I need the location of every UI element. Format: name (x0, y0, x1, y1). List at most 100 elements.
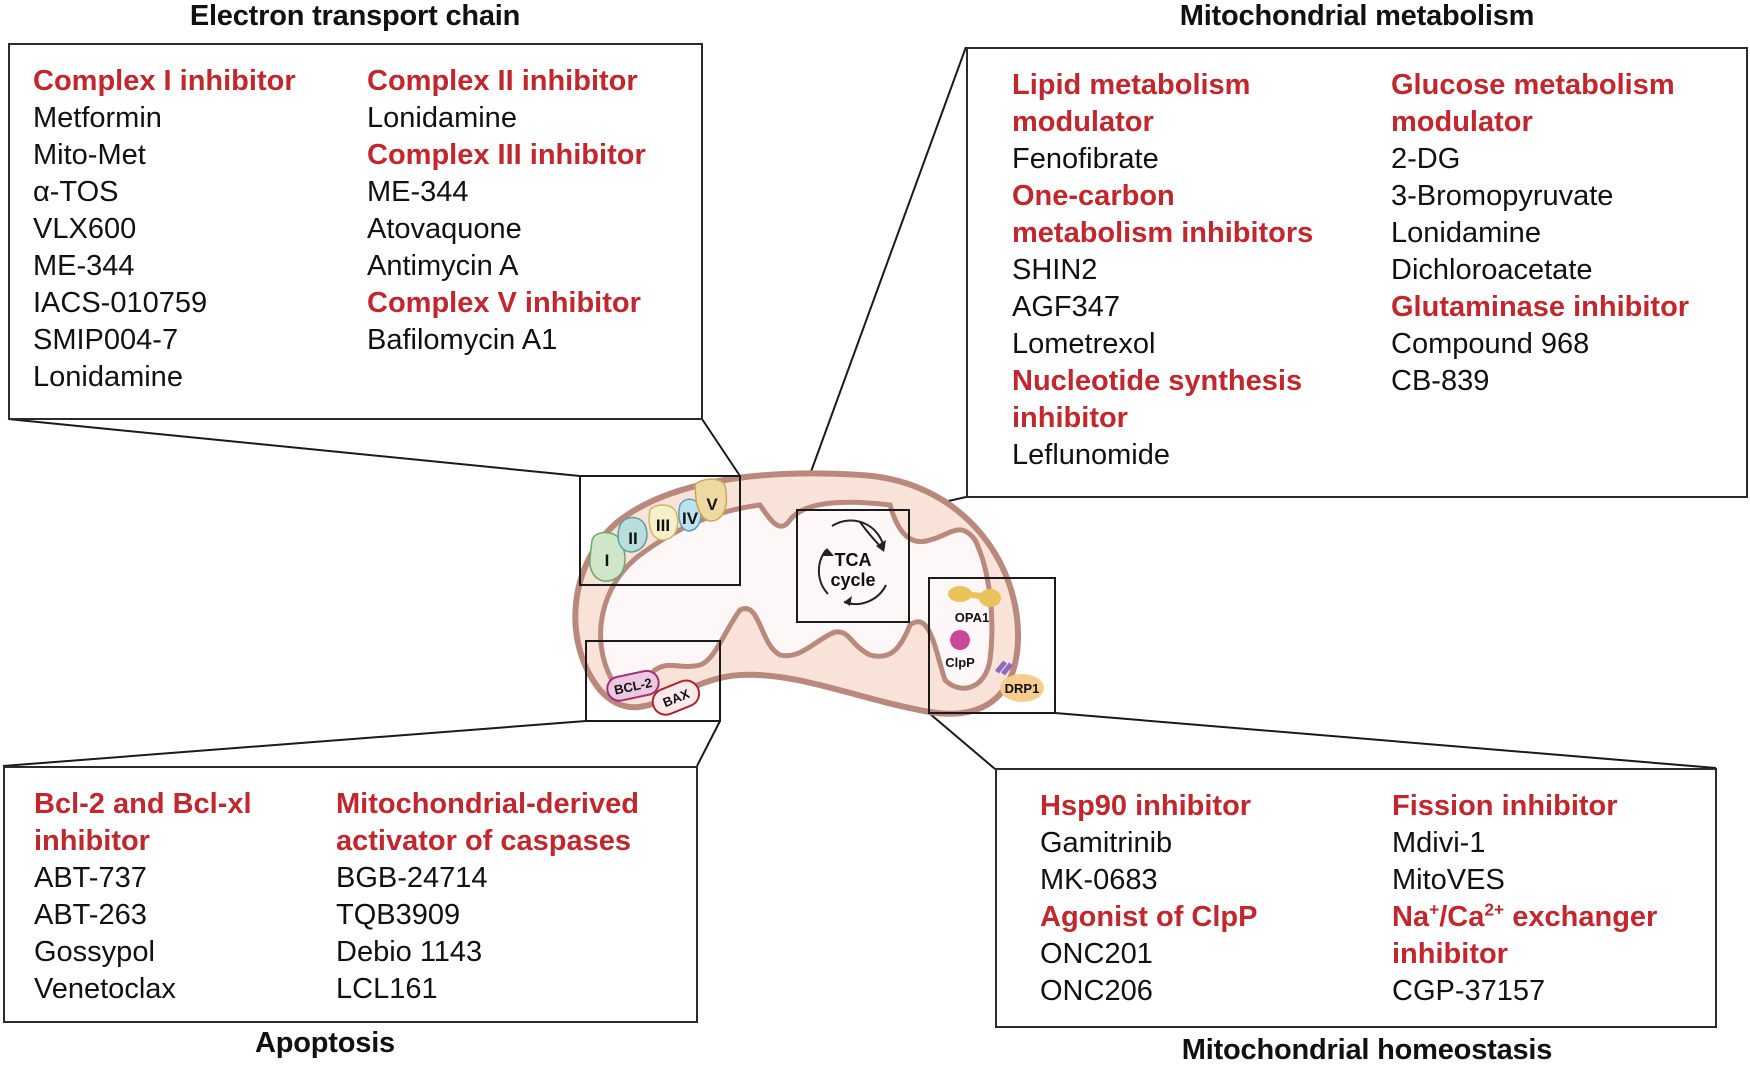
clpp-label: ClpP (945, 655, 975, 670)
tca-label-line2: cycle (830, 570, 875, 590)
drug-name: LCL161 (336, 973, 438, 1005)
drug-name: Gamitrinib (1040, 827, 1173, 859)
category-header: Complex I inhibitor (33, 65, 296, 97)
opa1-label: OPA1 (955, 610, 989, 625)
drug-name: Dichloroacetate (1391, 254, 1593, 286)
category-header: inhibitor (1392, 938, 1508, 970)
homeostasis-zoom-box (928, 577, 1056, 714)
drug-name: Mito-Met (33, 139, 146, 171)
tca-label-line1: TCA (835, 550, 872, 570)
drug-name: MK-0683 (1040, 864, 1158, 896)
category-header: Glucose metabolism (1391, 69, 1675, 101)
complex-IV-icon: IV (678, 498, 702, 532)
category-header: Complex V inhibitor (367, 287, 641, 319)
drug-name: ME-344 (33, 250, 135, 282)
complex-V-icon: V (694, 478, 728, 522)
drug-name: Gossypol (34, 936, 155, 968)
drug-name: ABT-263 (34, 899, 147, 931)
opa1-icon (948, 586, 1001, 607)
category-header: Nucleotide synthesis (1012, 365, 1303, 397)
drug-name: Lonidamine (1391, 217, 1541, 249)
category-header: Mitochondrial-derived (336, 788, 639, 820)
complex-I-icon: I (589, 531, 626, 582)
drug-name: Leflunomide (1012, 439, 1170, 471)
drp1-icon (995, 660, 1044, 702)
category-header: modulator (1391, 106, 1533, 138)
tca-cycle-icon (817, 519, 887, 606)
apoptosis-col-2: Mitochondrial-derived activator of caspas… (336, 786, 639, 1008)
drug-name: AGF347 (1012, 291, 1120, 323)
apoptosis-connector-left (2, 720, 587, 767)
drug-name: Atovaquone (367, 213, 522, 245)
drug-name: Lonidamine (33, 361, 183, 393)
etc-connector-left (7, 418, 581, 477)
drug-name: Bafilomycin A1 (367, 324, 558, 356)
homeostasis-connector-right (1054, 712, 1717, 769)
category-header: Lipid metabolism (1012, 69, 1251, 101)
drug-name: 3-Bromopyruvate (1391, 180, 1614, 212)
mitochondrion (572, 470, 1022, 717)
homeostasis-connector-left (928, 712, 996, 770)
category-header: activator of caspases (336, 825, 631, 857)
apoptosis-connector-right (696, 720, 721, 767)
drug-name: SMIP004-7 (33, 324, 179, 356)
etc-title: Electron transport chain (189, 0, 521, 32)
svg-text:V: V (706, 495, 718, 514)
bcl2-icon: BCL-2 (606, 669, 660, 702)
drug-name: VLX600 (33, 213, 137, 245)
category-header: Na+/Ca2+ exchanger (1392, 899, 1658, 933)
category-header: One-carbon (1012, 180, 1175, 212)
drug-name: ME-344 (367, 176, 469, 208)
drug-name: Metformin (33, 102, 162, 134)
drug-name: α-TOS (33, 176, 119, 208)
connector-lines (2, 46, 1717, 770)
tca-zoom-box (796, 509, 910, 623)
drug-name: Lometrexol (1012, 328, 1156, 360)
svg-text:II: II (628, 529, 637, 548)
category-header: Fission inhibitor (1392, 790, 1618, 822)
metabolism-connector-left (796, 46, 967, 511)
category-header: inhibitor (34, 825, 150, 857)
category-header: inhibitor (1012, 402, 1128, 434)
svg-text:III: III (656, 516, 670, 535)
etc-connector-right (701, 418, 741, 477)
category-header: metabolism inhibitors (1012, 217, 1314, 249)
homeostasis-title: Mitochondrial homeostasis (1181, 1034, 1553, 1066)
drug-name: IACS-010759 (33, 287, 208, 319)
drug-name: 2-DG (1391, 143, 1461, 175)
apoptosis-title: Apoptosis (255, 1027, 395, 1059)
etc-zoom-box (579, 475, 741, 586)
drug-name: Mdivi-1 (1392, 827, 1486, 859)
svg-text:I: I (605, 551, 610, 570)
drug-name: BGB-24714 (336, 862, 488, 894)
complex-II-icon: II (617, 516, 648, 553)
drug-name: MitoVES (1392, 864, 1505, 896)
drug-name: ONC201 (1040, 938, 1153, 970)
drug-name: CGP-37157 (1392, 975, 1546, 1007)
metabolism-title: Mitochondrial metabolism (1179, 0, 1535, 32)
drp1-label: DRP1 (1005, 681, 1040, 696)
complex-III-icon: III (648, 504, 679, 541)
drug-name: Venetoclax (34, 973, 176, 1005)
category-header: Hsp90 inhibitor (1040, 790, 1252, 822)
clpp-icon (950, 630, 970, 650)
category-header: Complex III inhibitor (367, 139, 646, 171)
drug-name: TQB3909 (336, 899, 461, 931)
drug-name: Debio 1143 (336, 936, 483, 968)
metabolism-col-2: Glucose metabolism modulator 2-DG 3-Bromopy… (1391, 67, 1689, 400)
drug-name: SHIN2 (1012, 254, 1098, 286)
drug-name: ONC206 (1040, 975, 1153, 1007)
drug-name: Lonidamine (367, 102, 517, 134)
drug-name: Fenofibrate (1012, 143, 1159, 175)
